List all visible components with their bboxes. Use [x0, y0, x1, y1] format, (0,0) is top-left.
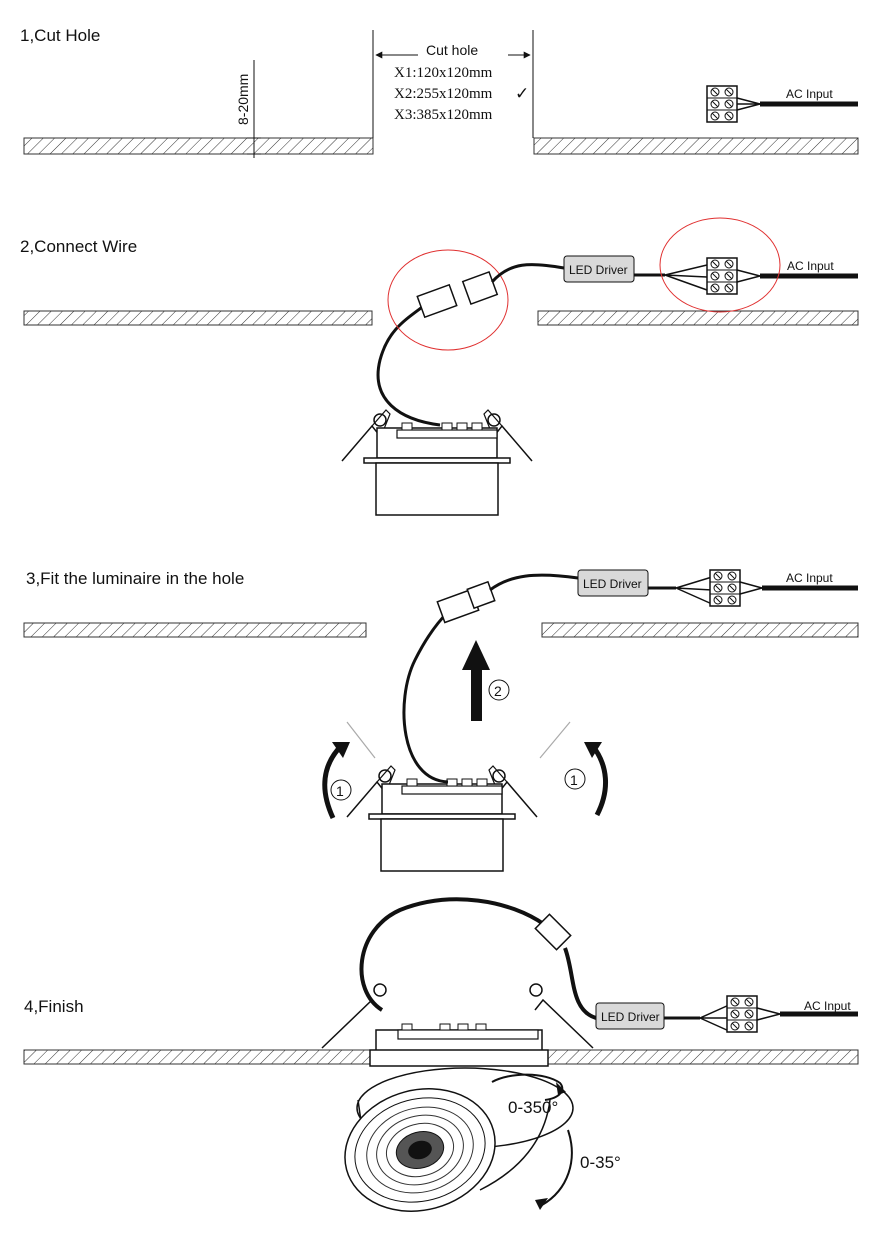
cut-hole-option-x2: X2:255x120mm	[394, 86, 493, 102]
thickness-label: 8-20mm	[235, 74, 251, 125]
connector-icon	[416, 270, 499, 319]
ceiling-left	[23, 137, 374, 155]
selected-check-icon: ✓	[515, 84, 529, 103]
led-driver-label: LED Driver	[583, 577, 642, 591]
led-driver	[577, 569, 649, 597]
step-1-title: 1,Cut Hole	[20, 26, 100, 45]
ceiling-right	[547, 1049, 859, 1065]
ceiling-right	[541, 622, 859, 638]
order-badge-2	[488, 679, 510, 701]
connector-icon	[436, 580, 496, 624]
led-driver-label: LED Driver	[601, 1010, 660, 1024]
led-driver	[595, 1002, 665, 1030]
highlight-circle-connector	[387, 249, 509, 351]
curved-arrow-left-icon	[322, 743, 344, 820]
step-3: 3,Fit the luminaire in the hole LED Driv…	[23, 569, 859, 872]
step-2-title: 2,Connect Wire	[20, 237, 137, 256]
rotation-tilt-label: 0-35°	[580, 1153, 621, 1172]
connector-icon	[534, 913, 572, 951]
step-2: 2,Connect Wire LED Driver AC Input	[20, 217, 859, 516]
ceiling-left	[23, 310, 373, 326]
order-badge-1-right	[564, 768, 586, 790]
ceiling-left	[23, 622, 367, 638]
terminal-block-icon	[706, 85, 738, 123]
step-4-title: 4,Finish	[24, 997, 84, 1016]
rotation-horizontal-label: 0-350°	[508, 1098, 558, 1117]
terminal-block-icon	[709, 569, 741, 607]
ceiling-left	[23, 1049, 373, 1065]
terminal-block-icon	[706, 257, 738, 295]
cut-hole-option-x1: X1:120x120mm	[394, 65, 493, 81]
step-3-title: 3,Fit the luminaire in the hole	[26, 569, 244, 588]
order-number: 1	[570, 772, 578, 788]
led-driver-label: LED Driver	[569, 263, 628, 277]
ac-input-label: AC Input	[787, 259, 834, 273]
curved-arrow-right-icon	[590, 743, 609, 817]
ac-input-label: AC Input	[804, 999, 851, 1013]
terminal-block-icon	[726, 995, 758, 1033]
ac-input-label: AC Input	[786, 571, 833, 585]
ceiling-right	[533, 137, 859, 155]
order-number: 1	[336, 783, 344, 799]
led-driver	[563, 255, 635, 283]
tilt-arrow-icon	[541, 1129, 573, 1206]
step-4: 4,Finish LED Driver	[23, 897, 859, 1212]
push-up-arrow-icon	[462, 640, 490, 721]
step-1: 1,Cut Hole 8-20mm Cut hole X1:120x120mm …	[20, 26, 859, 158]
ceiling-right	[537, 310, 859, 326]
lamp-head	[344, 1067, 574, 1212]
cut-hole-option-x3: X3:385x120mm	[394, 107, 493, 123]
order-badge-1-left	[330, 779, 352, 801]
highlight-circle-terminal	[659, 217, 781, 313]
ac-input-label: AC Input	[786, 87, 833, 101]
order-number: 2	[494, 683, 502, 699]
rotate-horizontal-arrow-icon	[491, 1073, 564, 1101]
cut-hole-heading: Cut hole	[426, 42, 478, 58]
